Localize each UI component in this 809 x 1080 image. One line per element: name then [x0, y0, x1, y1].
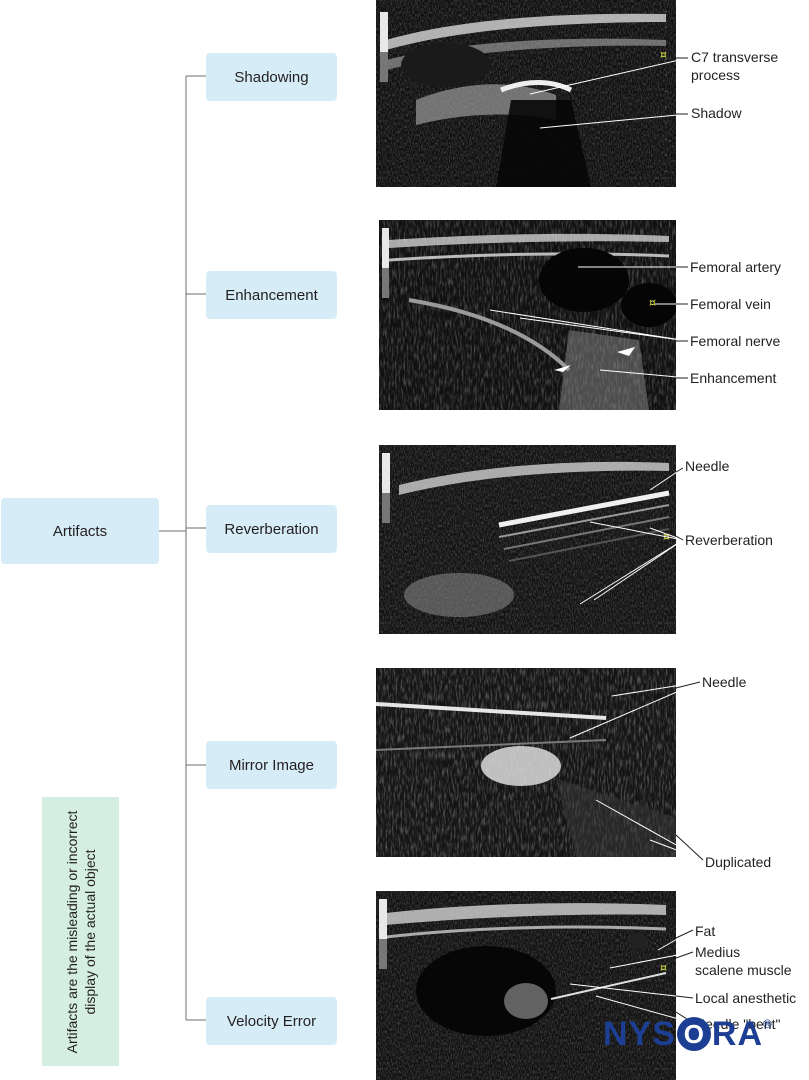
- label-needle: Needle: [685, 458, 730, 474]
- label-femoral-nerve: Femoral nerve: [690, 333, 781, 349]
- category-label: Reverberation: [224, 520, 319, 538]
- ultrasound-image-velocity: ¤: [376, 891, 676, 1080]
- category-shadowing: Shadowing: [206, 53, 337, 101]
- nysora-logo: NYS O RA ®: [603, 1013, 772, 1055]
- category-velocity-error: Velocity Error: [206, 997, 337, 1045]
- label-needle-mirror: Needle: [702, 674, 747, 690]
- label-process: process: [691, 67, 741, 83]
- label-c7-transverse: C7 transverse: [691, 49, 779, 65]
- category-label: Enhancement: [225, 286, 318, 304]
- category-label: Mirror Image: [228, 756, 314, 774]
- category-reverberation: Reverberation: [206, 505, 337, 553]
- logo-circle-letter: O: [676, 1017, 711, 1051]
- root-node-artifacts: Artifacts: [1, 498, 159, 564]
- label-fat: Fat: [695, 923, 716, 939]
- category-mirror-image: Mirror Image: [206, 741, 337, 789]
- logo-registered-mark: ®: [763, 1017, 772, 1031]
- label-femoral-artery: Femoral artery: [690, 259, 782, 275]
- ultrasound-image-enhancement: ¤: [379, 220, 676, 410]
- label-femoral-vein: Femoral vein: [690, 296, 771, 312]
- logo-text-1: NYS: [603, 1014, 676, 1053]
- label-medius: Medius: [695, 944, 741, 960]
- category-label: Velocity Error: [226, 1012, 317, 1030]
- ultrasound-image-shadowing: ¤: [376, 0, 676, 187]
- label-scalene-muscle: scalene muscle: [695, 962, 792, 978]
- label-local-anesthetic: Local anesthetic: [695, 990, 797, 1006]
- label-duplicated: Duplicated: [705, 854, 772, 870]
- root-label: Artifacts: [52, 522, 108, 540]
- svg-text:¤: ¤: [660, 48, 667, 61]
- ultrasound-image-mirror: [376, 668, 676, 857]
- ultrasound-image-reverberation: ¤: [379, 445, 676, 634]
- label-reverberation: Reverberation: [685, 532, 773, 548]
- label-shadow: Shadow: [691, 105, 742, 121]
- logo-text-2: RA: [711, 1014, 764, 1053]
- svg-text:¤: ¤: [649, 296, 656, 309]
- label-needle-bent: Needle "bent": [695, 1016, 781, 1032]
- category-enhancement: Enhancement: [206, 271, 337, 319]
- svg-text:¤: ¤: [660, 961, 667, 974]
- category-label: Shadowing: [234, 68, 309, 86]
- label-enhancement: Enhancement: [690, 370, 777, 386]
- definition-note: Artifacts are the misleading or incorrec…: [42, 797, 119, 1066]
